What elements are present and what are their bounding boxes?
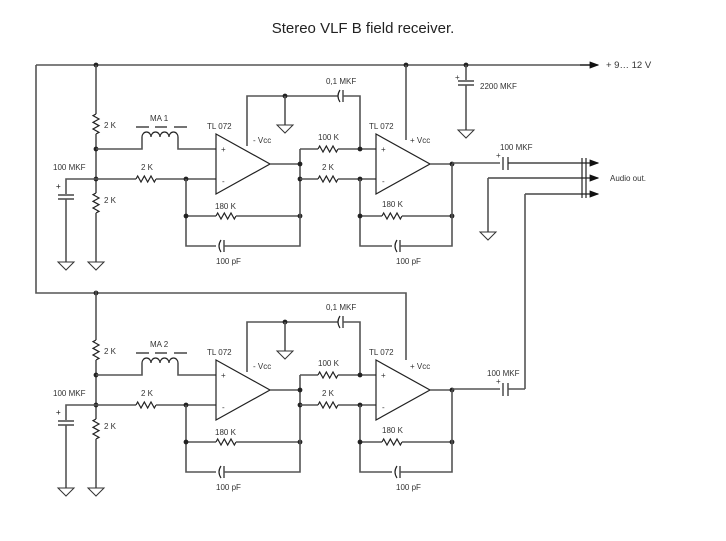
c-bias-label: 100 MKF bbox=[53, 163, 86, 172]
r-plus-label: 100 K bbox=[318, 359, 340, 368]
c-bias-label: 100 MKF bbox=[53, 389, 86, 398]
resistor-top bbox=[91, 113, 101, 135]
opamp-1 bbox=[215, 132, 272, 196]
r-top-label: 2 K bbox=[104, 121, 117, 130]
supply-rail: + 9… 12 V bbox=[35, 60, 652, 360]
supply-voltage-label: + 9… 12 V bbox=[606, 60, 652, 71]
r-fb1-label: 180 K bbox=[215, 202, 237, 211]
antenna-coil bbox=[141, 131, 179, 138]
polarity-sign: - bbox=[382, 177, 385, 186]
polarity-sign: - bbox=[382, 403, 385, 412]
r-plus-label: 100 K bbox=[318, 133, 340, 142]
r-bottom-label: 2 K bbox=[104, 196, 117, 205]
r-bottom-label: 2 K bbox=[104, 422, 117, 431]
svg-text:+: + bbox=[455, 73, 460, 82]
resistor-top bbox=[91, 339, 101, 361]
c-fb1-label: 100 pF bbox=[216, 257, 241, 266]
resistor-bottom bbox=[91, 418, 101, 440]
svg-text:+: + bbox=[56, 182, 61, 191]
polarity-sign: + bbox=[221, 145, 226, 154]
audio-output: + 100 MKF Audio out. + 100 MKF bbox=[452, 143, 646, 396]
polarity-sign: + bbox=[56, 408, 61, 417]
c-decouple-label: 0,1 MKF bbox=[326, 77, 356, 86]
r-in2-label: 2 K bbox=[322, 389, 335, 398]
antenna-label: MA 1 bbox=[150, 114, 169, 123]
svg-text:+: + bbox=[496, 151, 501, 160]
channel-1: +2 K 2 K 100 MKF MA 1 TL 072 - Vcc 2 K 180 K 100… bbox=[53, 65, 455, 271]
r-fb2-label: 180 K bbox=[382, 426, 404, 435]
neg-supply-label: - Vcc bbox=[253, 136, 271, 145]
r-in-label: 2 K bbox=[141, 389, 154, 398]
r-fb1-label: 180 K bbox=[215, 428, 237, 437]
neg-supply-label: - Vcc bbox=[253, 362, 271, 371]
opamp2-label: TL 072 bbox=[369, 348, 394, 357]
r-in2-label: 2 K bbox=[322, 163, 335, 172]
svg-text:+: + bbox=[496, 377, 501, 386]
polarity-sign: + bbox=[221, 371, 226, 380]
pos-supply-label: + Vcc bbox=[410, 362, 430, 371]
opamp-1 bbox=[215, 358, 272, 422]
svg-text:+: + bbox=[56, 408, 61, 417]
out-cap-2-label: 100 MKF bbox=[487, 369, 520, 378]
audio-out-label: Audio out. bbox=[610, 174, 646, 183]
c-fb2-label: 100 pF bbox=[396, 257, 421, 266]
opamp2-label: TL 072 bbox=[369, 122, 394, 131]
polarity-sign: + bbox=[381, 145, 386, 154]
opamp-2 bbox=[375, 358, 432, 422]
polarity-sign: + bbox=[56, 182, 61, 191]
opamp1-label: TL 072 bbox=[207, 122, 232, 131]
supply-cap-label: 2200 MKF bbox=[480, 82, 517, 91]
c-fb2-label: 100 pF bbox=[396, 483, 421, 492]
schematic-title: Stereo VLF B field receiver. bbox=[271, 20, 455, 37]
polarity-sign: - bbox=[222, 177, 225, 186]
r-top-label: 2 K bbox=[104, 347, 117, 356]
pos-supply-label: + Vcc bbox=[410, 136, 430, 145]
channel-2: +2 K 2 K 100 MKF MA 2 TL 072 - Vcc 2 K 180 K 100… bbox=[53, 291, 455, 497]
r-in-label: 2 K bbox=[141, 163, 154, 172]
resistor-bottom bbox=[91, 192, 101, 214]
out-cap-1-label: 100 MKF bbox=[500, 143, 533, 152]
antenna-label: MA 2 bbox=[150, 340, 169, 349]
opamp1-label: TL 072 bbox=[207, 348, 232, 357]
r-fb2-label: 180 K bbox=[382, 200, 404, 209]
opamp-2 bbox=[375, 132, 432, 196]
c-decouple-label: 0,1 MKF bbox=[326, 303, 356, 312]
polarity-sign: + bbox=[381, 371, 386, 380]
polarity-sign: - bbox=[222, 403, 225, 412]
supply-capacitor: + 2200 MKF bbox=[455, 65, 517, 139]
antenna-coil bbox=[141, 357, 179, 364]
c-fb1-label: 100 pF bbox=[216, 483, 241, 492]
